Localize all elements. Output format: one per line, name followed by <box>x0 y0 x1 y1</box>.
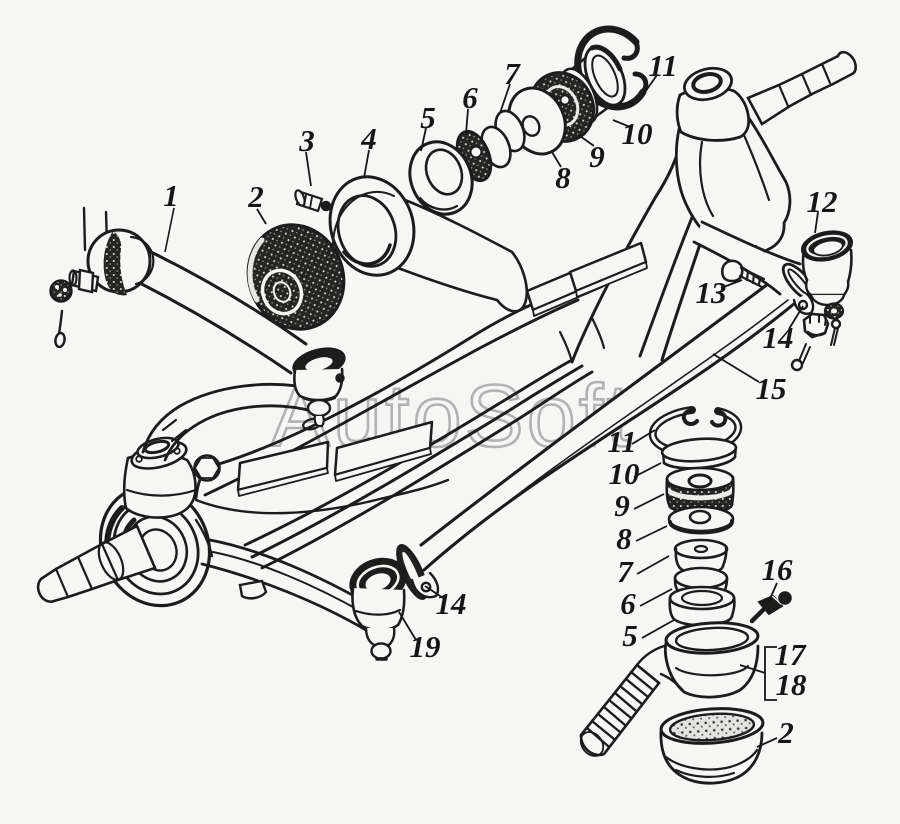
svg-text:6: 6 <box>620 586 636 621</box>
svg-text:2: 2 <box>247 179 264 214</box>
svg-text:5: 5 <box>622 618 638 653</box>
svg-text:16: 16 <box>762 552 794 587</box>
svg-text:1: 1 <box>163 178 179 213</box>
svg-text:9: 9 <box>614 488 630 523</box>
svg-text:3: 3 <box>298 123 315 158</box>
svg-text:17: 17 <box>775 637 808 672</box>
svg-text:10: 10 <box>622 116 653 151</box>
svg-text:8: 8 <box>616 521 632 556</box>
svg-text:18: 18 <box>776 667 808 702</box>
svg-text:9: 9 <box>589 139 605 174</box>
svg-text:15: 15 <box>756 371 787 406</box>
svg-text:4: 4 <box>360 121 377 156</box>
svg-text:19: 19 <box>410 629 441 664</box>
svg-text:12: 12 <box>807 184 838 219</box>
svg-text:7: 7 <box>617 554 634 589</box>
svg-text:8: 8 <box>555 160 571 195</box>
svg-text:13: 13 <box>696 275 727 310</box>
svg-text:6: 6 <box>462 80 478 115</box>
svg-text:11: 11 <box>648 48 677 83</box>
svg-text:2: 2 <box>777 715 794 750</box>
svg-text:10: 10 <box>609 456 640 491</box>
svg-text:11: 11 <box>607 424 636 459</box>
svg-text:14: 14 <box>436 586 467 621</box>
svg-text:5: 5 <box>420 100 436 135</box>
svg-text:14: 14 <box>763 320 794 355</box>
svg-text:7: 7 <box>504 56 521 91</box>
